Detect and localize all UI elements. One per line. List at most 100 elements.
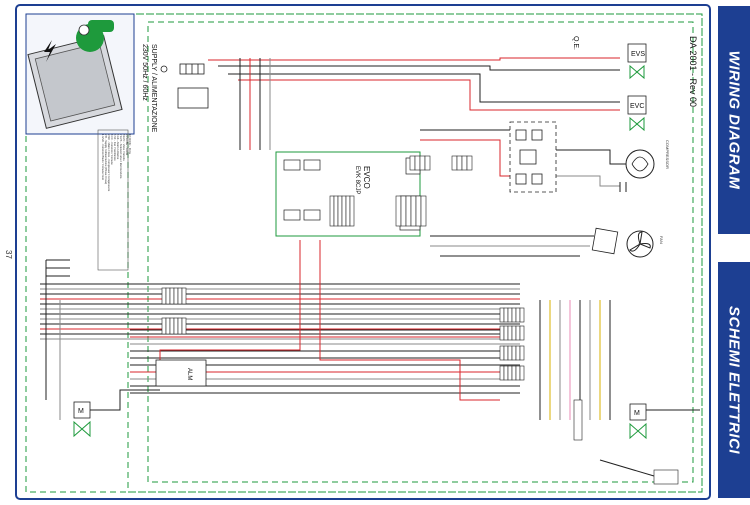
terminal-block — [169, 287, 175, 305]
wire-motor-left — [90, 389, 160, 411]
legend-row: 10 DOOR - Porta — [128, 134, 132, 154]
terminal-block — [333, 195, 339, 227]
supply-title: SUPPLY / ALIMENTAZIONE — [150, 44, 157, 133]
fan-icon — [626, 230, 654, 258]
supply-terminal — [160, 63, 209, 109]
legend-row: 4 CC - Common / Comune — [110, 134, 114, 165]
wire-network — [40, 57, 700, 477]
shock-warning-graphic — [25, 13, 135, 135]
terminal-block — [345, 195, 351, 227]
terminal-block — [499, 325, 505, 341]
terminal-block — [173, 317, 179, 335]
terminal-block — [499, 365, 505, 381]
valve-icon — [629, 422, 647, 440]
terminal-block — [177, 287, 183, 305]
terminal-block — [515, 345, 521, 361]
controller-brand: EVCO — [362, 166, 371, 189]
terminal-block — [419, 155, 426, 171]
page-number: 37 — [4, 250, 13, 259]
compressor: COMPRESSOR — [619, 140, 670, 192]
valve-evs-label: EVS — [631, 51, 645, 58]
terminal-block — [461, 155, 468, 171]
terminal-block — [165, 287, 171, 305]
svg-text:M: M — [78, 408, 84, 415]
terminal-block — [511, 365, 517, 381]
terminal-block — [466, 155, 473, 171]
supply-block: SUPPLY / ALIMENTAZIONE 230V 50Hz / 60Hz — [97, 44, 157, 271]
terminal-block — [337, 195, 343, 227]
terminal-block — [499, 345, 505, 361]
terminal-block — [415, 195, 422, 227]
legend-row: 3 MC - Mains / Rete - Compressor / Compr… — [107, 134, 111, 192]
terminal-block — [503, 345, 509, 361]
compressor-label: COMPRESSOR — [665, 140, 670, 169]
valve-evc-label: EVC — [630, 103, 644, 110]
terminal-block — [503, 365, 509, 381]
side-tab-schemi-elettrici-label: SCHEMI ELETTRICI — [725, 305, 743, 455]
alarm-box: ALM — [155, 359, 207, 387]
terminal-block — [410, 195, 417, 227]
terminal-block — [519, 365, 525, 381]
terminal-block — [420, 195, 427, 227]
terminal-block — [456, 155, 463, 171]
wire-compressor — [556, 149, 626, 165]
terminal-block — [507, 307, 513, 323]
terminal-block — [181, 317, 187, 335]
bottom-left-motor: M — [73, 401, 91, 438]
svg-text:M: M — [634, 410, 640, 417]
supply-spec: 230V 50Hz / 60Hz — [141, 44, 148, 101]
side-tab-schemi-elettrici: SCHEMI ELETTRICI — [718, 262, 750, 498]
terminal-block — [499, 307, 505, 323]
valve-evs: EVS — [627, 43, 647, 80]
terminal-block — [329, 195, 335, 227]
terminal-block — [424, 155, 431, 171]
terminal-strips — [161, 155, 525, 381]
side-tab-wiring-diagram-label: WIRING DIAGRAM — [725, 50, 743, 190]
motor-icon — [625, 149, 655, 179]
terminal-block — [161, 287, 167, 305]
terminal-block — [451, 155, 458, 171]
contactor-block — [509, 121, 557, 193]
terminal-block — [409, 155, 416, 171]
terminal-block — [165, 317, 171, 335]
terminal-block — [515, 365, 521, 381]
terminal-block — [503, 325, 509, 341]
wire-bottom-connector — [599, 459, 655, 477]
fan: FAN — [591, 227, 664, 258]
terminal-block — [161, 317, 167, 335]
legend-row: 1 GND - Common Black / Comune Nero — [101, 134, 105, 181]
wire-loop-red — [319, 240, 500, 401]
legend-row: 5 SF - Fan / Ventilatore — [113, 134, 117, 161]
terminal-block — [515, 307, 521, 323]
controller-model: EVK 8CJP — [354, 166, 360, 194]
terminal-block — [341, 195, 347, 227]
wire-contactor-red — [420, 139, 510, 177]
qe-label: Q.E. — [572, 36, 579, 50]
terminal-block — [519, 307, 525, 323]
wire-evc-red — [238, 79, 620, 111]
legend-row: 2 B - Supply / Alimentazione (Phase / Fa… — [104, 134, 108, 184]
fan-label: FAN — [659, 236, 664, 244]
terminal-block — [507, 365, 513, 381]
wire-evc-black — [228, 73, 620, 103]
capacitor-icon — [619, 182, 627, 192]
terminal-block — [507, 345, 513, 361]
model-label: DA 2001 - Rev 00 — [688, 36, 698, 107]
valve-icon — [73, 420, 91, 438]
wire-evs-red — [208, 57, 620, 61]
bottom-right-motor: M — [629, 403, 647, 440]
wire-capacitor — [556, 175, 620, 187]
terminal-block — [519, 325, 525, 341]
legend-row: 9 PROBE - Sonda — [125, 134, 129, 156]
terminal-block — [511, 307, 517, 323]
legend-row: 6 AK - Alarm / Allarme — [116, 134, 120, 160]
alarm-label: ALM — [186, 368, 192, 380]
terminal-block — [507, 325, 513, 341]
side-tab-strip: WIRING DIAGRAM SCHEMI ELETTRICI — [718, 0, 750, 505]
electric-shock-warning-icon — [44, 40, 56, 62]
terminal-block — [400, 195, 407, 227]
terminal-block — [349, 195, 355, 227]
terminal-block — [519, 345, 525, 361]
